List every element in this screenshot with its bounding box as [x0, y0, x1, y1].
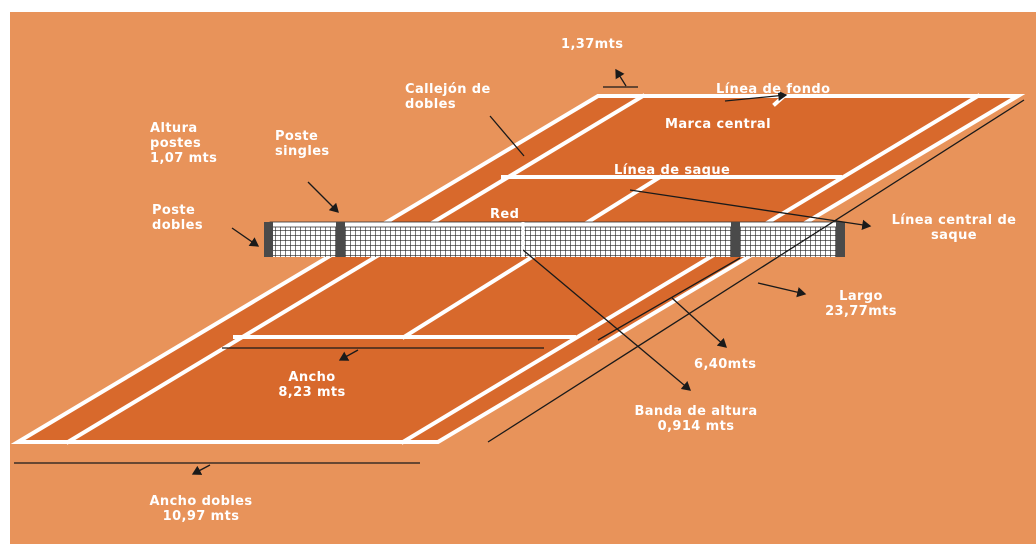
- right-singles-sideline: [400, 93, 981, 445]
- tennis-net: [264, 221, 845, 257]
- label-altura-postes: Altura postes 1,07 mts: [150, 121, 218, 166]
- label-callejon-dobles: Callejón de dobles: [405, 82, 491, 112]
- ancho-arrow: [338, 349, 359, 361]
- largo-line: [487, 99, 1025, 443]
- singles-post-right: [731, 222, 740, 257]
- label-largo: Largo 23,77mts: [825, 289, 897, 319]
- court-surface: [18, 96, 1018, 442]
- label-6-40: 6,40mts: [694, 357, 757, 372]
- pointer-lines: [14, 68, 1025, 475]
- d640-line: [597, 257, 741, 341]
- label-poste-singles: Poste singles: [275, 129, 330, 159]
- net-top-band: [269, 221, 841, 228]
- ancho-dobles-arrow: [191, 464, 211, 475]
- label-linea-fondo: Línea de fondo: [716, 82, 831, 97]
- linea-fondo-arrow: [724, 90, 788, 102]
- label-banda-altura: Banda de altura 0,914 mts: [634, 404, 758, 434]
- net-mesh: [270, 222, 840, 257]
- label-ancho-dobles: Ancho dobles 10,97 mts: [149, 494, 253, 524]
- doubles-post-right: [836, 222, 845, 257]
- label-linea-central-saque: Línea central de saque: [891, 213, 1017, 243]
- poste-dobles-arrow: [231, 227, 260, 247]
- singles-post-left: [336, 222, 345, 257]
- label-linea-saque: Línea de saque: [614, 163, 731, 178]
- callejon-arrow: [489, 115, 525, 157]
- poste-singles-arrow: [307, 181, 339, 213]
- court-lines: [10, 93, 1026, 445]
- doubles-post-left: [264, 222, 273, 257]
- left-singles-sideline: [65, 93, 646, 445]
- d640-arrow: [671, 297, 727, 348]
- label-ancho: Ancho 8,23 mts: [278, 370, 346, 400]
- height-137-arrow: [615, 68, 627, 87]
- label-height-137: 1,37mts: [561, 37, 624, 52]
- label-red: Red: [490, 207, 520, 222]
- doubles-boundary: [10, 94, 1026, 444]
- linea-central-saque-pointer: [629, 189, 872, 230]
- label-marca-central: Marca central: [665, 117, 771, 132]
- label-poste-dobles: Poste dobles: [152, 203, 203, 233]
- red-pointer: [522, 249, 691, 391]
- largo-arrow: [757, 282, 807, 298]
